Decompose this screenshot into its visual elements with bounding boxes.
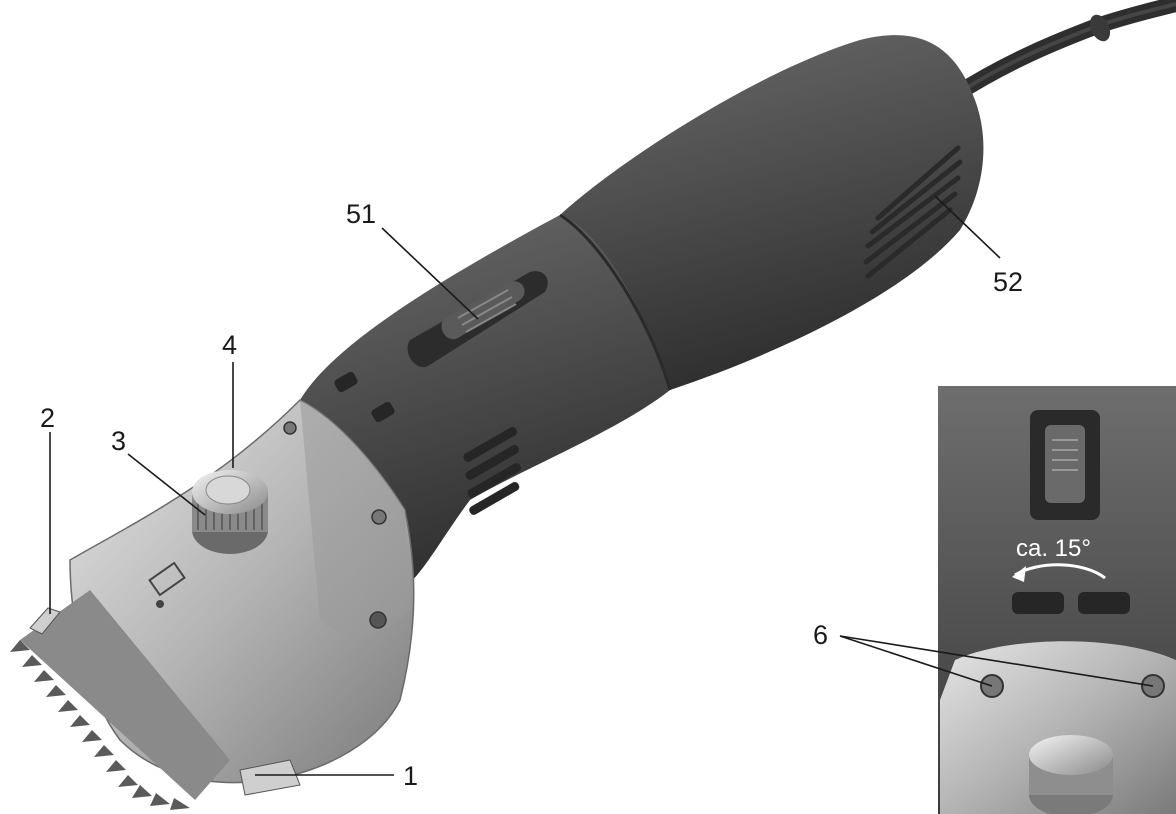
vent-slots bbox=[334, 371, 522, 515]
grip-ribs bbox=[863, 145, 963, 279]
angle-label: ca. 15° bbox=[1016, 535, 1091, 562]
tension-knob bbox=[192, 470, 268, 554]
leader-lines bbox=[49, 195, 1154, 776]
callout-3: 3 bbox=[111, 426, 126, 456]
motor-housing bbox=[560, 35, 984, 391]
callout-51: 51 bbox=[346, 199, 376, 229]
power-cable bbox=[947, 0, 1176, 103]
callout-6: 6 bbox=[813, 620, 828, 650]
detail-inset: ca. 15° bbox=[938, 386, 1176, 814]
callout-4: 4 bbox=[222, 330, 237, 360]
callout-1: 1 bbox=[403, 761, 418, 791]
hair-clipper-icon bbox=[10, 0, 1176, 810]
callout-52: 52 bbox=[993, 267, 1023, 297]
callout-2: 2 bbox=[40, 403, 55, 433]
blade-set bbox=[10, 590, 301, 810]
